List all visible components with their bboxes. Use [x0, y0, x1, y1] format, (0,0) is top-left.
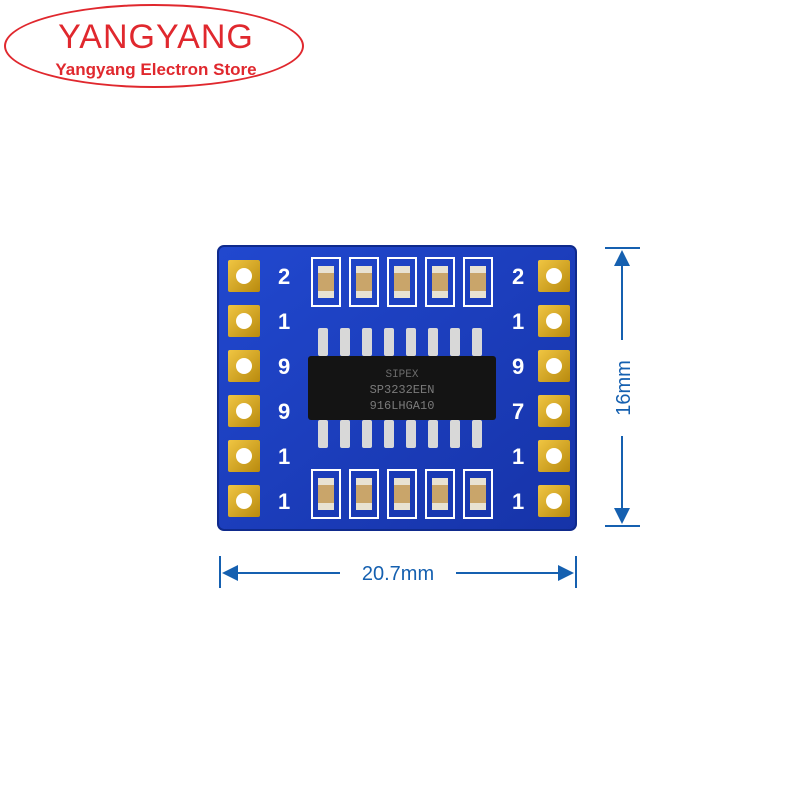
width-dimension: 20.7mm	[219, 556, 577, 588]
capacitor-outline	[311, 257, 341, 307]
ic-text-line3: 916LHGA10	[370, 399, 435, 413]
pad-hole	[546, 358, 562, 374]
width-label: 20.7mm	[362, 563, 434, 585]
ic-text-line2: SP3232EEN	[370, 383, 435, 397]
silkscreen-label: 9	[278, 399, 290, 424]
silkscreen-label: 7	[512, 399, 524, 424]
pad-hole	[236, 358, 252, 374]
capacitor	[432, 266, 448, 298]
capacitor	[394, 266, 410, 298]
capacitor	[318, 478, 334, 510]
ic-pin	[362, 328, 372, 356]
silkscreen-label: 1	[278, 309, 290, 334]
silkscreen-label: 1	[278, 444, 290, 469]
capacitors-top	[311, 257, 493, 307]
capacitor	[394, 478, 410, 510]
logo-oval	[4, 4, 304, 88]
height-label: 16mm	[613, 360, 635, 416]
ic-pin	[472, 328, 482, 356]
ic-pin	[340, 328, 350, 356]
capacitor-outline	[425, 469, 455, 519]
capacitor	[356, 266, 372, 298]
capacitor	[470, 478, 486, 510]
pad-hole	[546, 268, 562, 284]
silkscreen-right: 2 1 9 7 1 1	[512, 264, 524, 514]
ic-pin	[384, 420, 394, 448]
pad-hole	[236, 268, 252, 284]
ic-pin	[406, 420, 416, 448]
silkscreen-label: 1	[512, 444, 524, 469]
ic-pins	[318, 328, 482, 448]
ic-pin	[472, 420, 482, 448]
right-pin-header	[538, 260, 570, 517]
silkscreen-label: 1	[512, 489, 524, 514]
capacitors-bottom	[311, 469, 493, 519]
ic-pin	[450, 420, 460, 448]
capacitor	[356, 478, 372, 510]
ic-pin	[318, 328, 328, 356]
pad-hole	[236, 313, 252, 329]
pad-hole	[546, 403, 562, 419]
ic-pin	[406, 328, 416, 356]
logo-subtitle: Yangyang Electron Store	[55, 60, 257, 79]
left-pin-header	[228, 260, 260, 517]
store-logo: YANGYANG Yangyang Electron Store	[4, 4, 308, 92]
silkscreen-left: 2 1 9 9 1 1	[278, 264, 290, 514]
pad-hole	[546, 493, 562, 509]
pad-hole	[546, 448, 562, 464]
capacitor-outline	[425, 257, 455, 307]
ic-pin	[362, 420, 372, 448]
ic-pin	[318, 420, 328, 448]
pad-hole	[546, 313, 562, 329]
height-dimension: 16mm	[605, 247, 640, 527]
ic-pin	[450, 328, 460, 356]
capacitor	[470, 266, 486, 298]
logo-title: YANGYANG	[58, 18, 254, 56]
ic-text-line1: SIPEX	[385, 369, 418, 381]
capacitor-outline	[349, 257, 379, 307]
ic-pin	[384, 328, 394, 356]
ic-pin	[340, 420, 350, 448]
capacitor-outline	[387, 469, 417, 519]
silkscreen-label: 2	[512, 264, 524, 289]
silkscreen-label: 9	[512, 354, 524, 379]
capacitor-outline	[311, 469, 341, 519]
capacitor	[432, 478, 448, 510]
ic-pin	[428, 328, 438, 356]
capacitor	[318, 266, 334, 298]
pad-hole	[236, 493, 252, 509]
pad-hole	[236, 403, 252, 419]
silkscreen-label: 2	[278, 264, 290, 289]
capacitor-outline	[349, 469, 379, 519]
ic-chip	[308, 356, 496, 420]
capacitor-outline	[387, 257, 417, 307]
silkscreen-label: 1	[278, 489, 290, 514]
capacitor-outline	[463, 469, 493, 519]
silkscreen-label: 1	[512, 309, 524, 334]
capacitor-outline	[463, 257, 493, 307]
ic-pin	[428, 420, 438, 448]
silkscreen-label: 9	[278, 354, 290, 379]
pad-hole	[236, 448, 252, 464]
